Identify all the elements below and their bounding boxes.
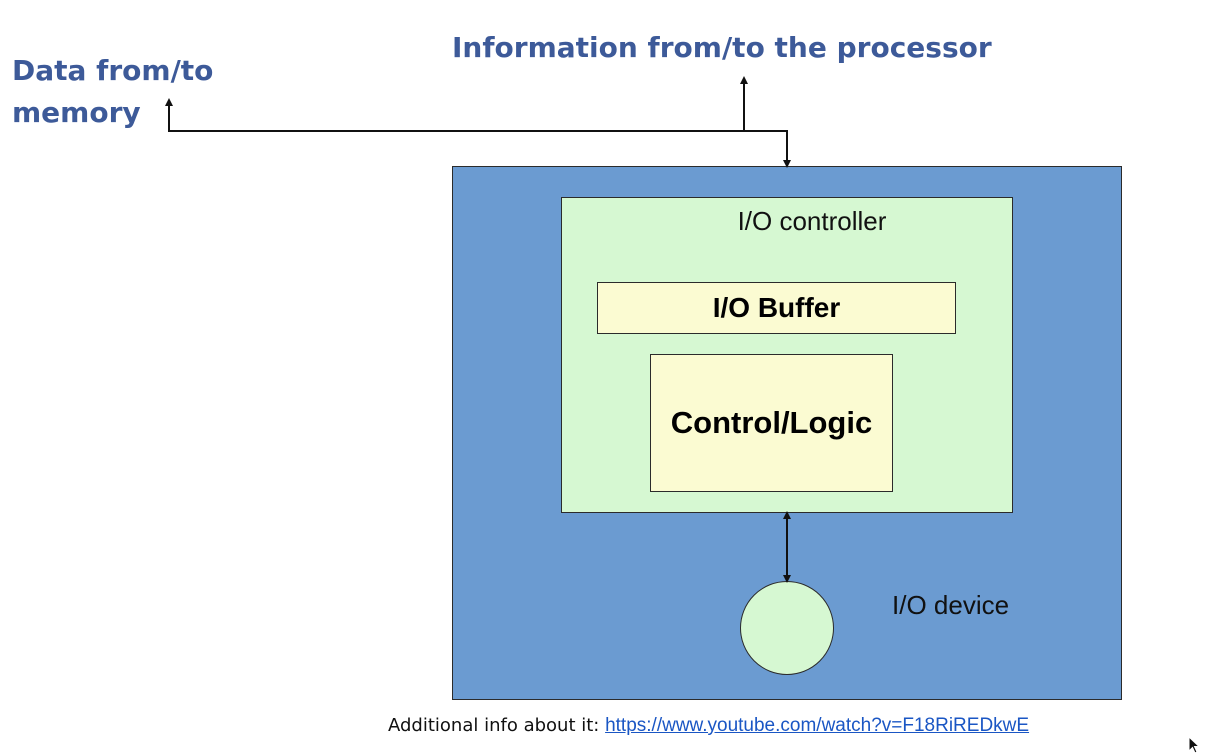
control-logic-label: Control/Logic (670, 405, 873, 440)
io-device-label: I/O device (892, 590, 1010, 620)
bus-line (165, 98, 791, 168)
footer: Additional info about it: https://www.yo… (388, 715, 1029, 737)
io-controller-label: I/O controller (737, 206, 887, 236)
memory-label-line1: Data from/to (12, 54, 214, 87)
youtube-link[interactable]: https://www.youtube.com/watch?v=F18RiRED… (605, 715, 1030, 736)
mouse-cursor-icon (1188, 736, 1201, 754)
memory-label-line2: memory (12, 96, 141, 129)
io-buffer-label: I/O Buffer (712, 292, 841, 323)
processor-label: Information from/to the processor (452, 31, 992, 64)
control-logic-box: Control/Logic (650, 354, 893, 492)
io-buffer-box: I/O Buffer (597, 282, 956, 334)
footer-text: Additional info about it: (388, 715, 606, 736)
io-device-circle (740, 581, 834, 675)
